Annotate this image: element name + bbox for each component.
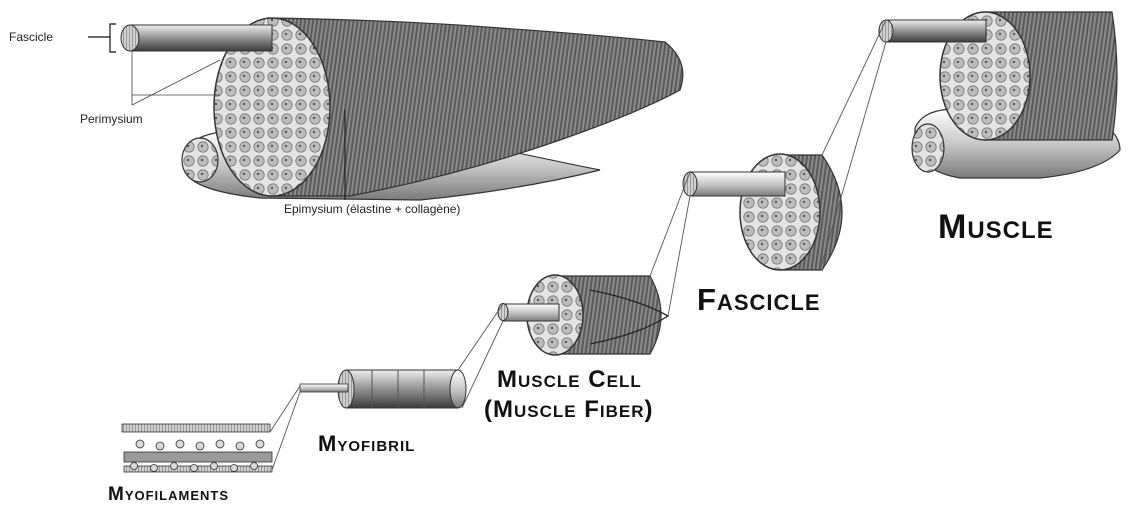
myofibril-body xyxy=(346,370,458,408)
label-muscle-fiber: (Muscle Fiber) xyxy=(484,396,654,424)
fascicle-fiber-rod xyxy=(690,172,785,196)
myofilament-thin-top xyxy=(122,424,270,432)
fascicle-bracket xyxy=(110,24,116,52)
myofibril-end-right xyxy=(450,370,466,408)
muscle-cell-illustration xyxy=(498,275,668,355)
muscle-cell-myofibril-rod xyxy=(503,304,559,321)
label-muscle-cell: Muscle Cell xyxy=(497,366,642,394)
label-fascicle-small: Fascicle xyxy=(9,30,53,44)
myofilament-thin-bottom xyxy=(124,466,272,472)
epimysium-end xyxy=(182,138,218,182)
muscle-epimysium-end-right xyxy=(912,124,944,172)
perimysium-leader-3 xyxy=(132,60,220,105)
label-myofilaments: Myofilaments xyxy=(108,484,229,506)
label-fascicle: Fascicle xyxy=(697,282,821,318)
myofibril-filament-rod xyxy=(300,384,348,392)
muscle-fascicle-rod-right xyxy=(886,20,986,42)
fascicle-rod xyxy=(130,25,272,51)
myofibril-illustration xyxy=(300,370,466,408)
label-epimysium: Epimysium (élastine + collagène) xyxy=(284,202,460,216)
myofilaments-illustration xyxy=(122,424,272,472)
label-muscle: Muscle xyxy=(938,208,1054,247)
fascicle-rod-end xyxy=(121,25,139,51)
fascicle-illustration xyxy=(683,154,842,270)
label-perimysium: Perimysium xyxy=(80,112,143,126)
label-myofibril: Myofibril xyxy=(318,431,415,457)
myofilament-thick xyxy=(124,452,272,462)
fascicle-face xyxy=(740,154,820,270)
muscle-cell-myofibril-end xyxy=(498,304,508,321)
muscle-cross-section-illustration xyxy=(88,18,683,200)
muscle-illustration xyxy=(879,12,1120,178)
